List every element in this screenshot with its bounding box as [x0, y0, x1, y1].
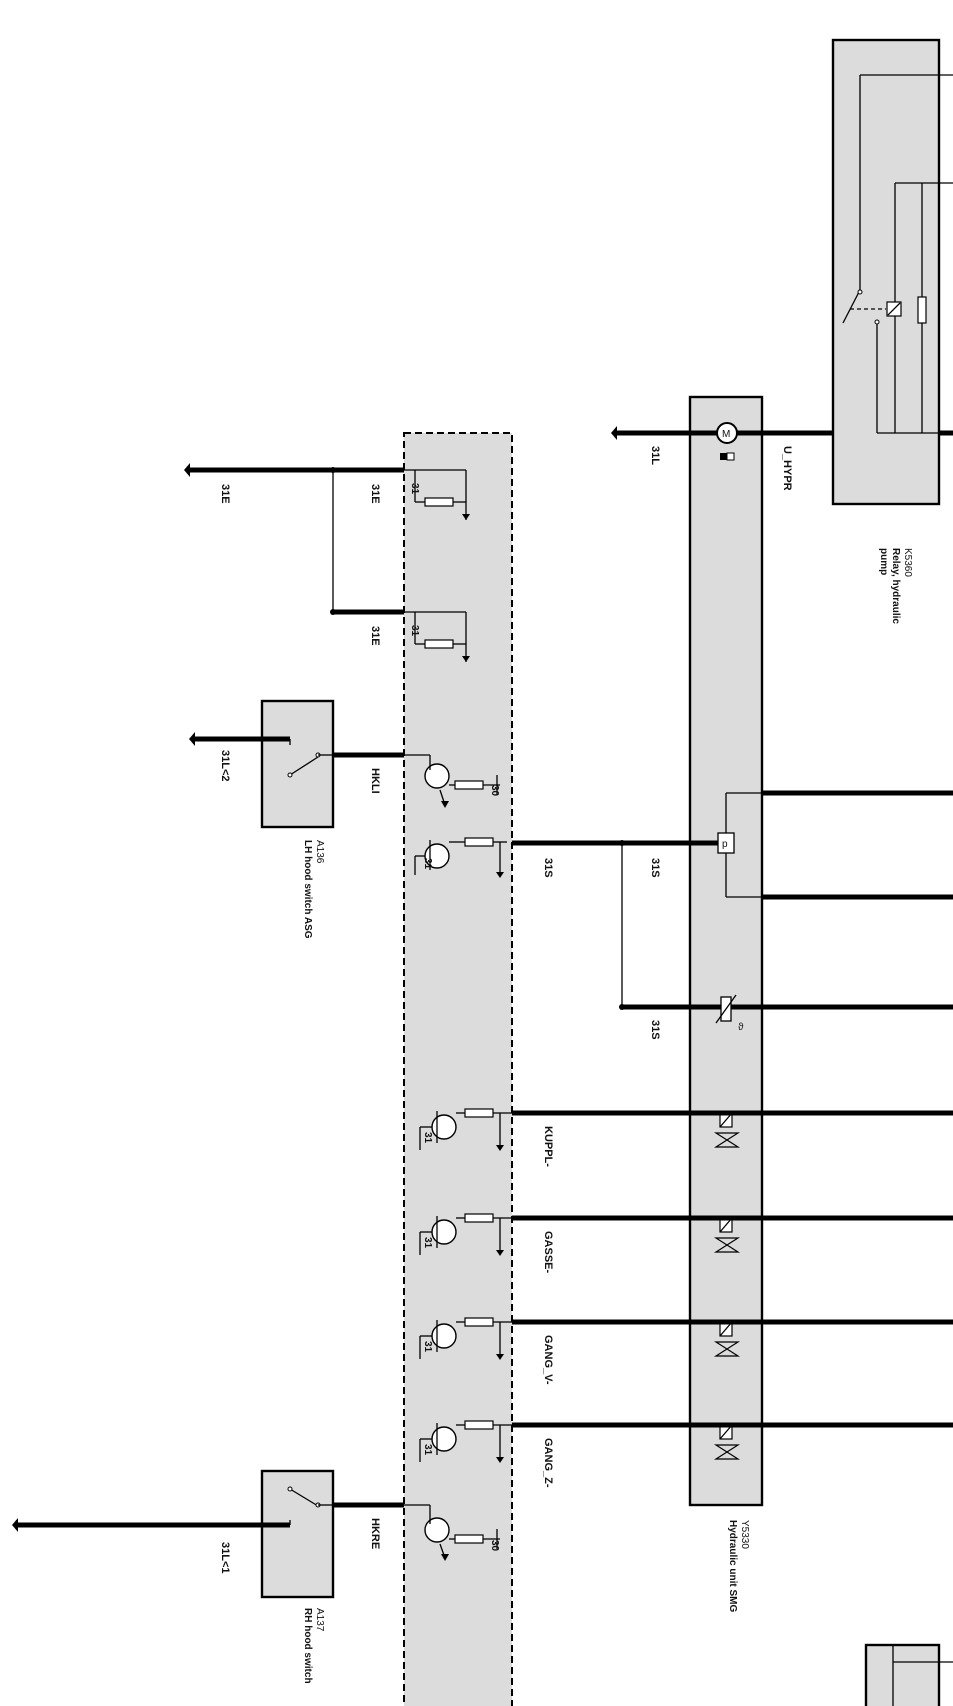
- label-31E-inner-b: 31E: [369, 626, 381, 646]
- pin-31-b: 31: [409, 625, 420, 637]
- label-hkre: HKRE: [369, 1518, 381, 1549]
- ground-labels: 31E 31E 31E 31L 31L<2 31L<1 31S 31S 31S: [219, 446, 661, 1574]
- hydraulic-unit-y5330: M p ϑ: [507, 395, 953, 1612]
- label-31L2: 31L<2: [219, 750, 231, 782]
- label-kuppl: KUPPL-: [542, 1126, 554, 1167]
- label-gang-z: GANG_Z-: [542, 1438, 554, 1488]
- label-u-hypr: U_HYPR: [781, 446, 793, 491]
- transistor-gang-z: 31: [419, 1420, 512, 1463]
- lh-switch-desc: LH hood switch ASG: [302, 840, 313, 939]
- label-31S-inner: 31S: [542, 858, 554, 878]
- pin-30-b: 30: [489, 1540, 500, 1552]
- label-31L: 31L: [649, 446, 661, 465]
- transistor-gang-v: 31: [419, 1317, 512, 1360]
- rh-switch-desc: RH hood switch: [302, 1608, 313, 1684]
- transistor-gasse: 31: [419, 1213, 512, 1256]
- lh-hood-switch-a136: A136 LH hood switch ASG: [189, 699, 335, 939]
- label-31S-b: 31S: [649, 1020, 661, 1040]
- label-31L1: 31L<1: [219, 1542, 231, 1574]
- pin-31-g: 31: [422, 1444, 433, 1456]
- rh-hood-switch-a137: A137 RH hood switch: [12, 1469, 335, 1684]
- pin-31-c: 31: [422, 858, 433, 870]
- relay-id: K5360: [902, 548, 913, 577]
- partial-component-box: [864, 1643, 953, 1706]
- label-hkli: HKLI: [369, 768, 381, 794]
- label-gasse: GASSE-: [542, 1231, 554, 1274]
- control-unit-dashed: 31 31 30 31: [184, 432, 953, 1706]
- pin-31-a: 31: [409, 483, 420, 495]
- transistor-kuppl: 31: [419, 1108, 512, 1151]
- valve-1: [713, 1112, 741, 1148]
- pin-31-f: 31: [422, 1341, 433, 1353]
- pin-30-a: 30: [489, 785, 500, 797]
- signal-labels: U_HYPR HKLI HKRE KUPPL- GASSE- GANG_V- G…: [369, 446, 793, 1549]
- label-31S-a: 31S: [649, 858, 661, 878]
- relay-desc-line2: pump: [878, 548, 889, 575]
- motor-symbol: M: [722, 429, 730, 440]
- pin-31-d: 31: [422, 1132, 433, 1144]
- pressure-symbol: p: [722, 839, 728, 850]
- relay-k5360: K5360 Relay, hydraulic pump: [831, 38, 953, 624]
- hydraulic-unit-desc: Hydraulic unit SMG: [727, 1520, 738, 1612]
- label-gang-v: GANG_V-: [542, 1335, 554, 1385]
- label-31E-inner-a: 31E: [369, 484, 381, 504]
- temp-symbol: ϑ: [738, 1022, 744, 1033]
- label-31E-outer: 31E: [219, 484, 231, 504]
- lh-switch-id: A136: [314, 840, 325, 864]
- valve-4: [713, 1424, 741, 1460]
- hydraulic-unit-id: Y5330: [739, 1520, 750, 1549]
- pin-31-e: 31: [422, 1237, 433, 1249]
- rh-switch-id: A137: [314, 1608, 325, 1632]
- relay-desc-line1: Relay, hydraulic: [890, 548, 901, 624]
